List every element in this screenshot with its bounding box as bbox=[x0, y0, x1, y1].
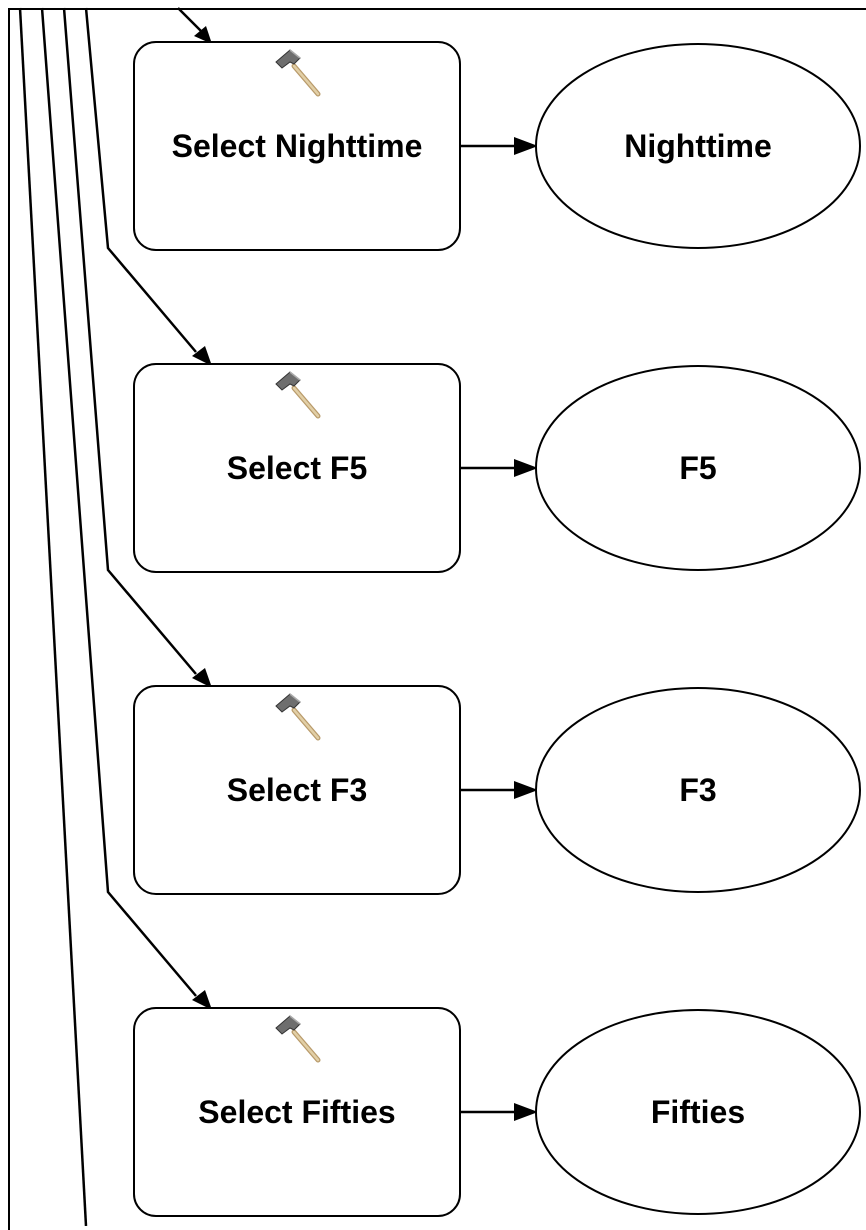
connector-continuing-down bbox=[18, 7, 88, 1226]
output-arrowhead bbox=[514, 781, 538, 799]
canvas-frame bbox=[8, 8, 866, 1230]
row-select-f3: Select F3 F3 bbox=[133, 685, 861, 895]
tool-label: Select Nighttime bbox=[172, 128, 423, 164]
output-node-fifties[interactable] bbox=[535, 1009, 861, 1215]
incoming-arrowheads bbox=[192, 26, 212, 1010]
incoming-connectors bbox=[18, 7, 205, 1226]
output-label: Fifties bbox=[651, 1094, 745, 1130]
tool-label: Select Fifties bbox=[198, 1094, 395, 1130]
arrowhead-select-nighttime bbox=[194, 26, 212, 44]
output-label: F3 bbox=[679, 772, 716, 808]
connector-to-select-f3 bbox=[62, 7, 197, 675]
row-select-fifties: Select Fifties Fifties bbox=[133, 1007, 861, 1217]
output-arrowhead bbox=[514, 459, 538, 477]
connector-to-select-f5 bbox=[84, 7, 197, 353]
row-select-f5: Select F5 F5 bbox=[133, 363, 861, 573]
output-node-f5[interactable] bbox=[535, 365, 861, 571]
row-select-nighttime: Select Nighttime Nighttime bbox=[133, 41, 861, 251]
tool-label: Select F3 bbox=[227, 772, 368, 808]
arrowhead-select-f5 bbox=[192, 346, 212, 366]
output-label: Nighttime bbox=[624, 128, 772, 164]
output-node-nighttime[interactable] bbox=[535, 43, 861, 249]
output-arrowhead bbox=[514, 137, 538, 155]
arrowhead-select-f3 bbox=[192, 668, 212, 688]
connector-to-select-nighttime bbox=[177, 7, 205, 35]
arrowhead-select-fifties bbox=[192, 990, 212, 1010]
connector-to-select-fifties bbox=[40, 7, 197, 997]
output-label: F5 bbox=[679, 450, 716, 486]
tool-label: Select F5 bbox=[227, 450, 368, 486]
output-arrowhead bbox=[514, 1103, 538, 1121]
output-node-f3[interactable] bbox=[535, 687, 861, 893]
